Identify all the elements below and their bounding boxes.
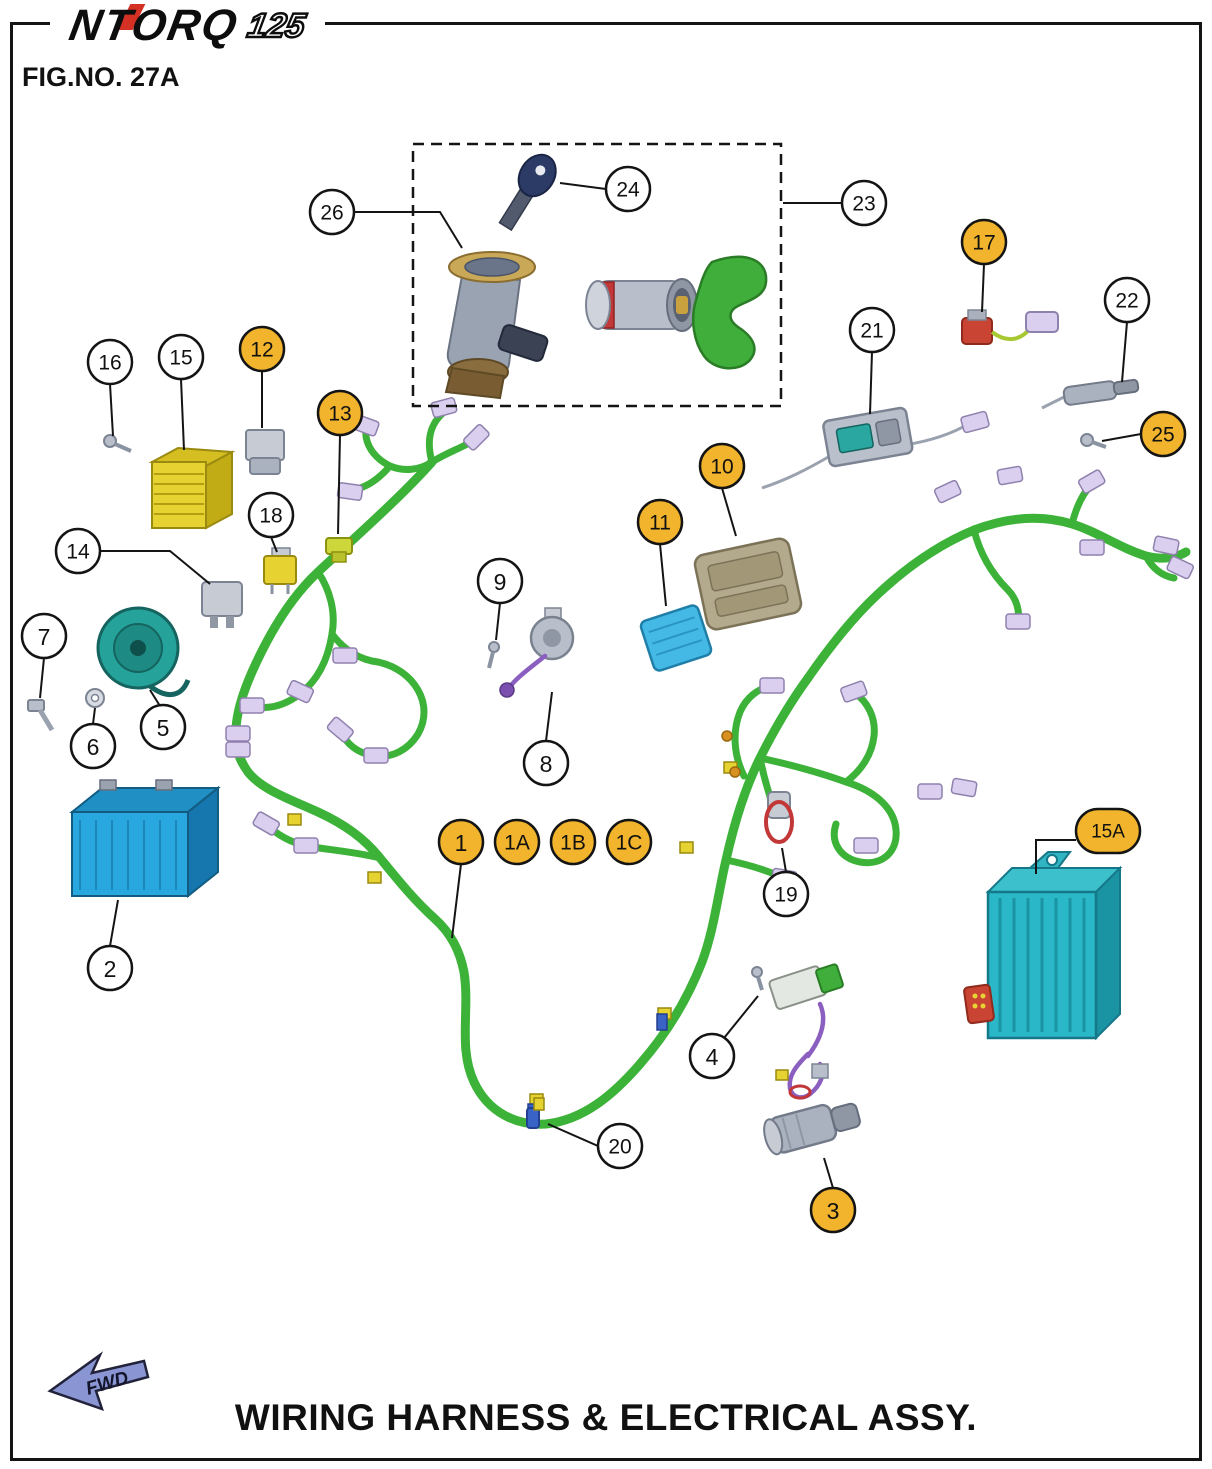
part-17-connector — [961, 309, 1059, 345]
callout-19: 19 — [762, 847, 810, 918]
callout-1C: 1C — [605, 818, 653, 866]
callout-label-26: 26 — [320, 202, 343, 225]
callout-label-6: 6 — [87, 734, 100, 760]
fwd-arrow-icon: FWD — [47, 1351, 150, 1412]
part-12-connector — [245, 429, 285, 475]
callout-label-20: 20 — [608, 1136, 631, 1159]
part-21-switch-module — [761, 406, 990, 490]
callout-label-15: 15 — [169, 347, 192, 370]
callout-15A: 15A — [1035, 807, 1142, 874]
callout-label-7: 7 — [38, 624, 51, 650]
ignition-key — [498, 153, 557, 232]
callout-16: 16 — [86, 338, 134, 437]
callout-5: 5 — [139, 689, 187, 751]
callout-label-17: 17 — [972, 232, 995, 255]
callout-label-14: 14 — [66, 541, 90, 564]
callout-26: 26 — [308, 188, 463, 249]
callout-1: 1 — [437, 818, 485, 939]
callout-label-13: 13 — [328, 403, 351, 426]
callout-10: 10 — [698, 442, 746, 537]
callout-label-21: 21 — [860, 320, 883, 343]
callout-6: 6 — [69, 707, 117, 770]
callout-24: 24 — [559, 165, 652, 213]
callout-2: 2 — [86, 899, 134, 992]
part-9-screw — [487, 641, 500, 669]
callout-4: 4 — [688, 995, 759, 1080]
callout-1A: 1A — [493, 818, 541, 866]
callout-label-18: 18 — [259, 505, 282, 528]
part-18-relay — [263, 547, 297, 594]
callout-label-25: 25 — [1151, 424, 1174, 447]
callout-label-8: 8 — [540, 751, 553, 777]
ignition-lock-body — [444, 251, 549, 400]
part-15a-regulator — [963, 851, 1123, 1041]
part-3-starter-relay — [763, 1051, 861, 1156]
callout-1B: 1B — [549, 818, 597, 866]
callout-label-22: 22 — [1115, 290, 1138, 313]
part-11-control-unit — [639, 604, 713, 672]
callout-label-19: 19 — [774, 884, 797, 907]
part-8-sensor — [499, 607, 575, 698]
callout-15: 15 — [157, 333, 205, 451]
callout-7: 7 — [20, 612, 68, 699]
callout-25: 25 — [1101, 410, 1187, 458]
figure-title: WIRING HARNESS & ELECTRICAL ASSY. — [234, 1397, 978, 1438]
part-15-regulator — [148, 446, 236, 530]
callout-label-10: 10 — [710, 456, 733, 479]
part-6-washer — [85, 688, 105, 708]
callout-label-4: 4 — [706, 1044, 719, 1070]
part-10-ecu — [693, 537, 803, 631]
part-2-battery — [69, 779, 221, 899]
callout-label-1A: 1A — [504, 832, 530, 855]
callout-label-1: 1 — [455, 830, 468, 856]
callout-11: 11 — [636, 498, 684, 607]
part-14-fuse — [201, 581, 243, 628]
callout-label-9: 9 — [494, 569, 507, 595]
part-22-sensor — [1041, 378, 1140, 410]
callout-label-24: 24 — [616, 179, 640, 202]
part-25-screw — [1080, 433, 1107, 449]
lock-barrel — [585, 278, 698, 332]
callout-9: 9 — [476, 557, 524, 641]
callout-label-23: 23 — [852, 193, 875, 216]
part-7-bolt — [27, 699, 55, 732]
callout-23: 23 — [783, 179, 888, 227]
callout-label-11: 11 — [649, 512, 671, 535]
part-16-screw — [103, 434, 132, 453]
brand-number: 125 — [243, 6, 309, 47]
part-5-horn — [96, 606, 191, 697]
callout-21: 21 — [848, 306, 896, 415]
brand-logo: NTORQ 125 — [50, 0, 325, 52]
fwd-indicator: FWD — [44, 1343, 154, 1427]
callout-label-2: 2 — [104, 956, 117, 982]
page-border — [10, 22, 1202, 1461]
callout-label-16: 16 — [98, 352, 121, 375]
part-4-connector-assembly — [751, 963, 844, 1059]
callout-18: 18 — [247, 491, 295, 553]
part-20-clamp — [526, 1097, 545, 1129]
brand-name: NTORQ — [65, 1, 243, 50]
figure-number: FIG.NO. 27A — [22, 62, 180, 92]
callout-8: 8 — [522, 691, 570, 787]
callout-label-1C: 1C — [616, 832, 643, 855]
callout-22: 22 — [1103, 276, 1151, 383]
callout-label-12: 12 — [250, 339, 273, 362]
callout-label-15A: 15A — [1091, 822, 1125, 843]
callout-label-5: 5 — [157, 715, 170, 741]
callout-12: 12 — [238, 325, 286, 428]
callout-13: 13 — [316, 389, 364, 535]
callout-label-3: 3 — [827, 1198, 840, 1224]
part-13-fuse — [325, 537, 353, 563]
callout-20: 20 — [547, 1122, 644, 1170]
callout-17: 17 — [960, 218, 1008, 313]
lock-bracket — [692, 255, 768, 370]
detail-inset-box — [411, 142, 783, 408]
callout-label-1B: 1B — [560, 832, 586, 855]
callout-14: 14 — [54, 527, 211, 585]
part-19-connector — [764, 791, 794, 844]
callout-3: 3 — [809, 1157, 857, 1234]
